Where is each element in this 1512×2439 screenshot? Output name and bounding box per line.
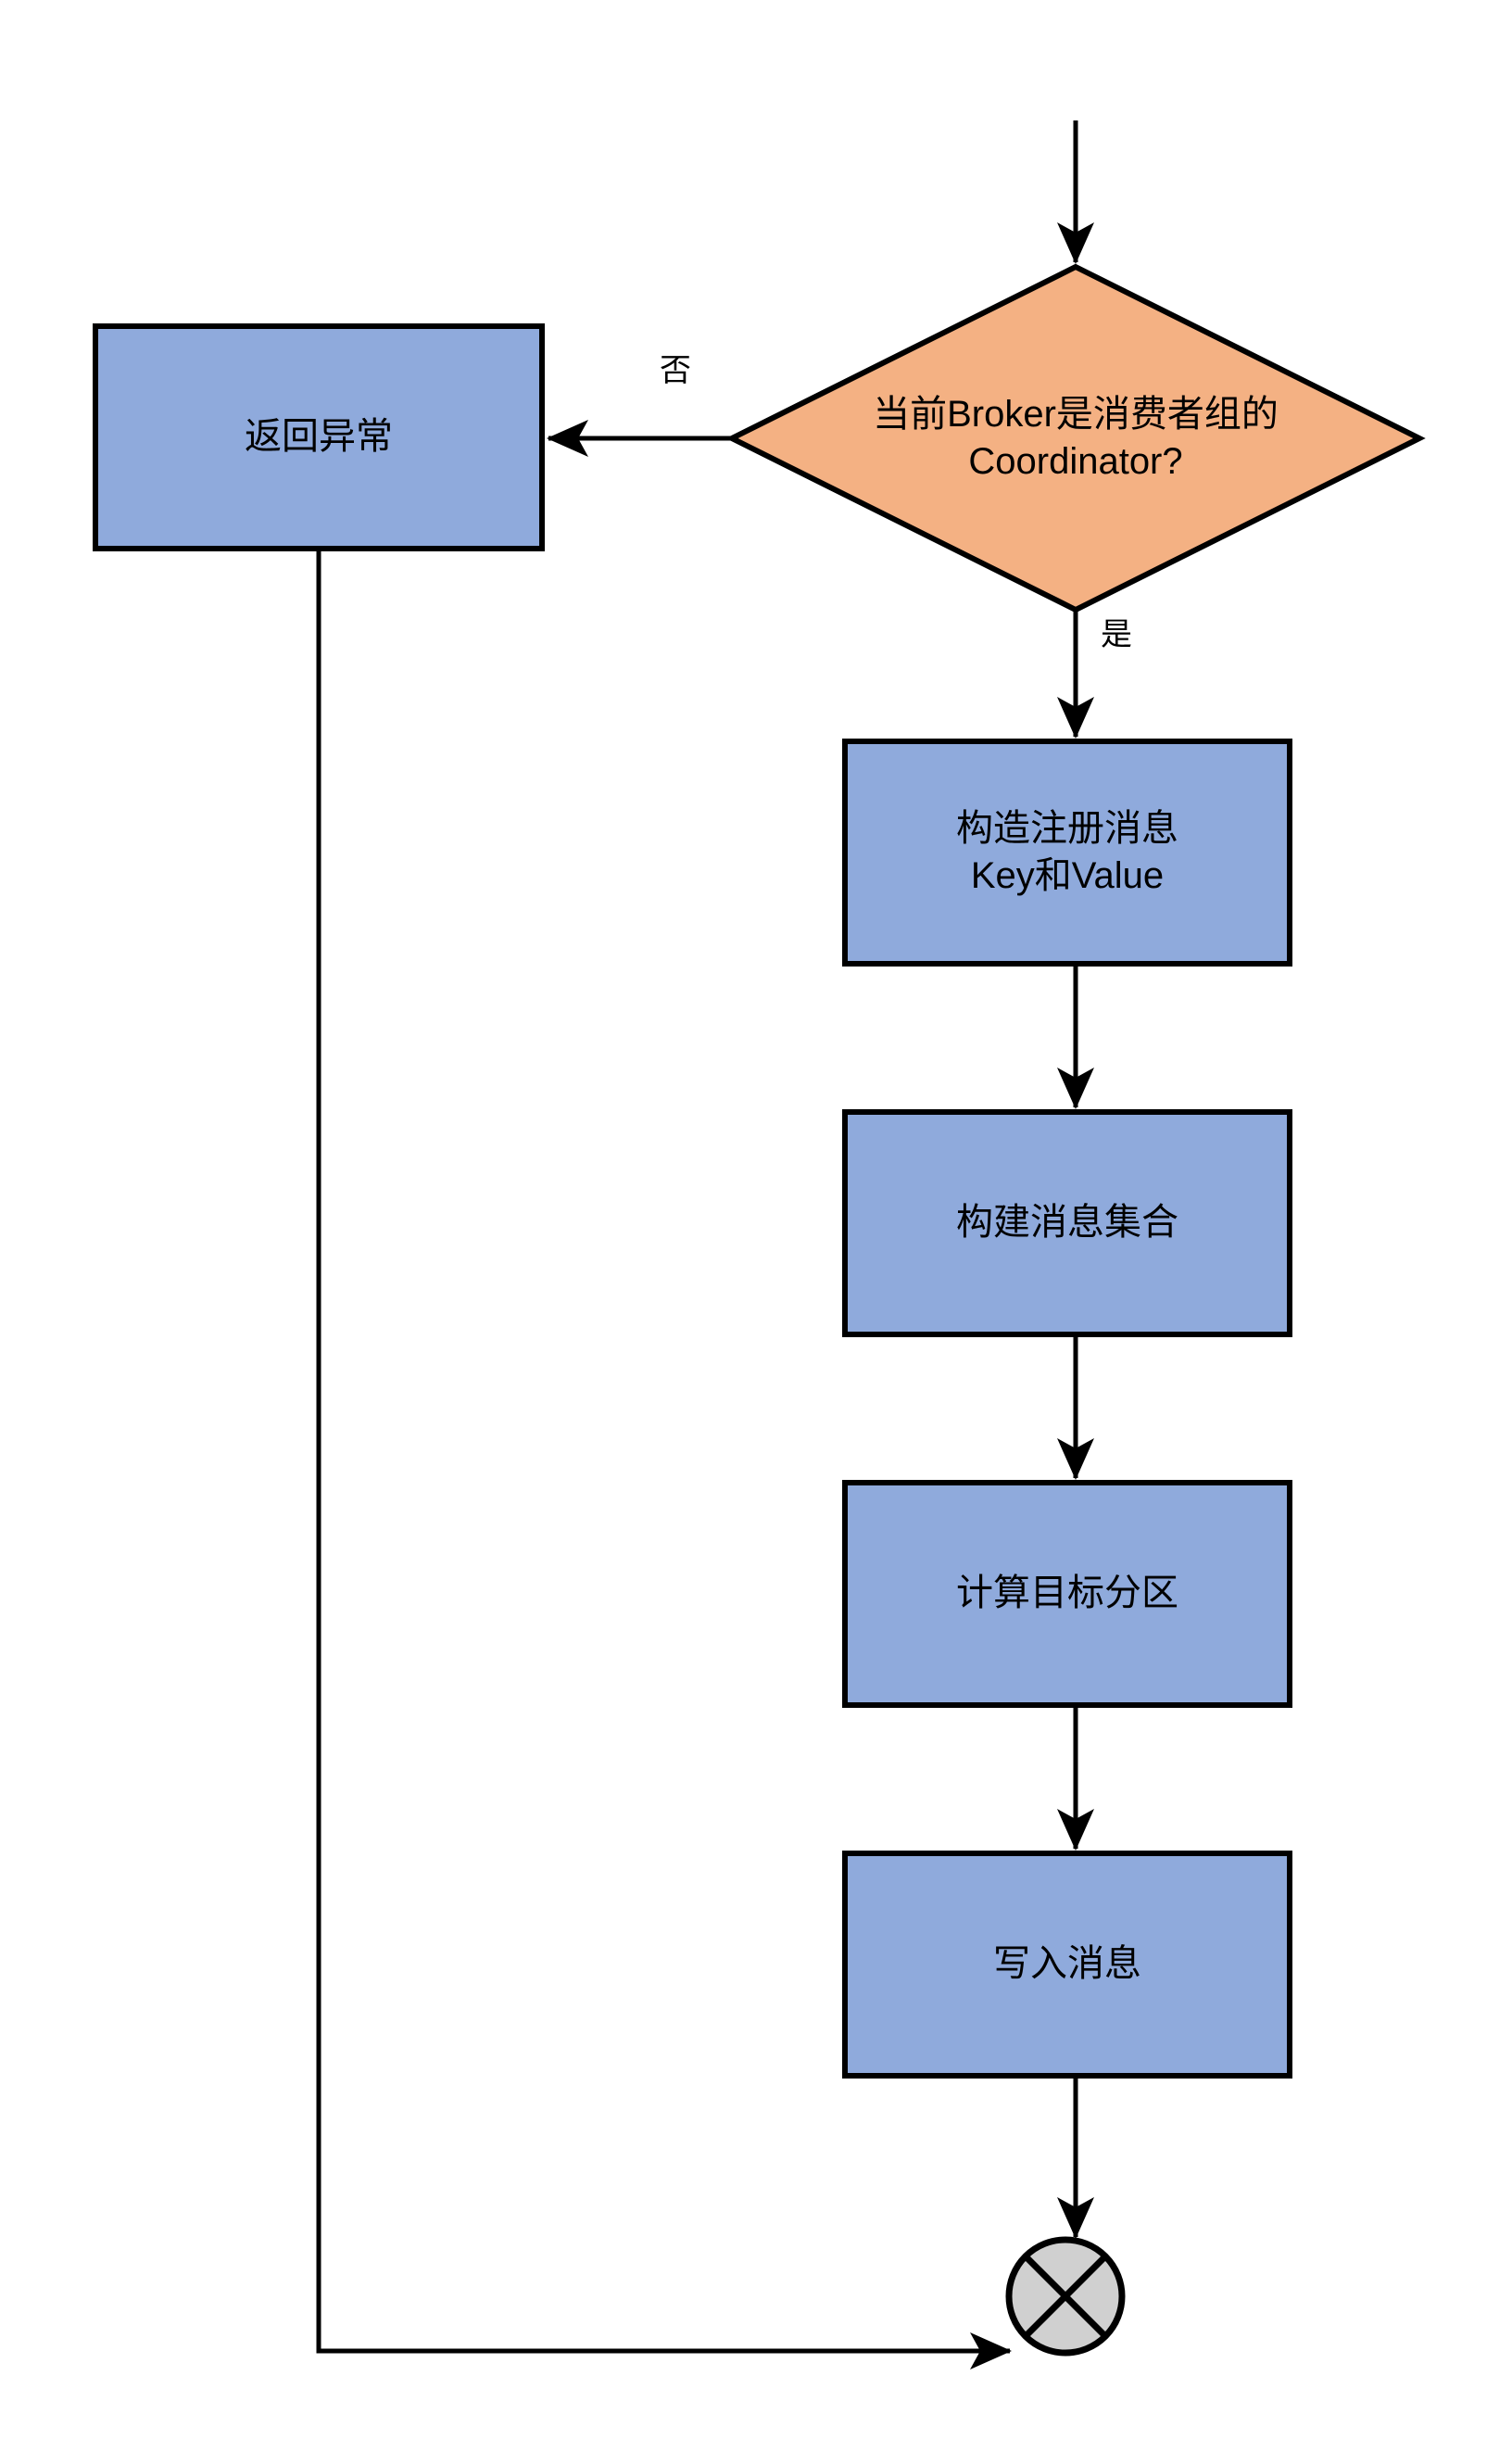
end-terminator-cross-line-2 <box>1023 2254 1108 2339</box>
node-build-key-value[interactable] <box>842 739 1292 967</box>
node-return-exception[interactable] <box>93 323 545 551</box>
node-end-terminator[interactable] <box>1005 2236 1126 2357</box>
node-write-message[interactable] <box>842 1851 1292 2079</box>
edge-label-no: 否 <box>660 353 691 388</box>
node-compute-partition[interactable] <box>842 1480 1292 1708</box>
node-build-message-set[interactable] <box>842 1109 1292 1337</box>
edge-label-yes: 是 <box>1101 617 1132 652</box>
node-is-coordinator[interactable] <box>725 263 1426 613</box>
edge-return-exception-to-end <box>316 549 1012 2369</box>
